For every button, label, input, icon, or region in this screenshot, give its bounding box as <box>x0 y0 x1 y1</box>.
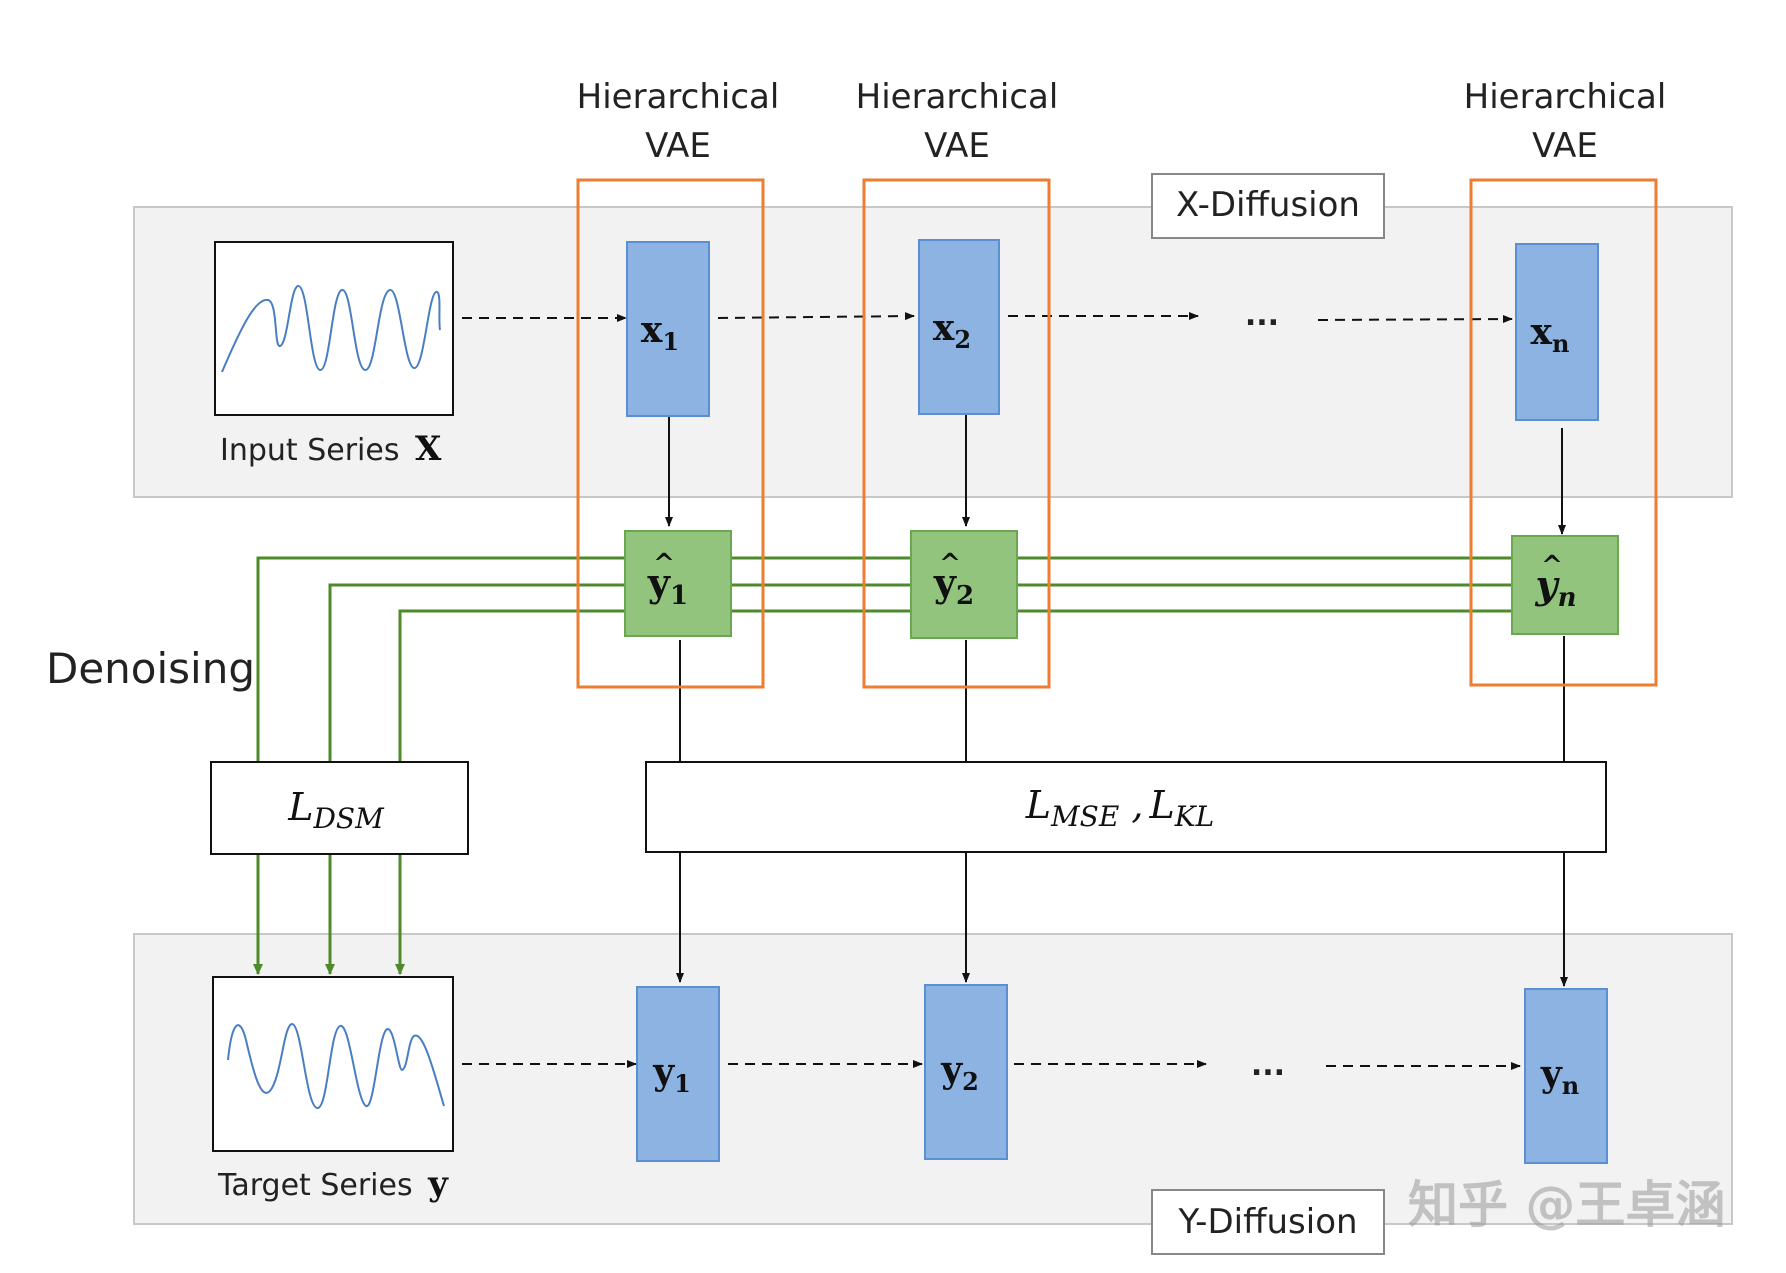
svg-text:^: ^ <box>939 549 961 579</box>
x-diffusion-tag <box>1151 173 1385 239</box>
vae-frame-n <box>1469 178 1658 687</box>
y-diffusion-label: Y-Diffusion <box>1177 1202 1357 1242</box>
y-node-n: yn <box>1524 988 1608 1164</box>
vae-label-n: Hierarchical VAE <box>1464 77 1667 166</box>
x-node-1: x1 <box>626 241 710 417</box>
x-node-n: xn <box>1515 243 1599 421</box>
input-series-plot <box>214 241 454 416</box>
svg-text:y2: y2 <box>933 560 974 611</box>
svg-text:VAE: VAE <box>645 126 711 166</box>
svg-text:y1: y1 <box>647 560 688 611</box>
vae-frame-2 <box>862 178 1051 689</box>
denoising-label: Denoising <box>46 644 255 693</box>
target-series-plot <box>212 976 454 1152</box>
svg-text:yn: yn <box>1535 562 1577 613</box>
x-node-2: x2 <box>918 239 1000 415</box>
svg-text:LDSM: LDSM <box>287 785 385 835</box>
svg-text:x1: x1 <box>641 309 679 356</box>
svg-text:^: ^ <box>1541 551 1563 581</box>
svg-text:VAE: VAE <box>924 126 990 166</box>
denoising-lines <box>253 556 1516 975</box>
yhat-node-n: ^ yn <box>1511 535 1619 635</box>
y-chain-ellipsis: ... <box>1251 1048 1285 1083</box>
input-series-label: Input Series X <box>220 429 442 469</box>
vae-label-1: Hierarchical VAE <box>577 77 780 166</box>
y-node-1: y1 <box>636 986 720 1162</box>
target-series-label: Target Series y <box>217 1164 449 1204</box>
svg-text:^: ^ <box>653 549 675 579</box>
vae-label-2: Hierarchical VAE <box>856 77 1059 166</box>
yhat-node-2: ^ y2 <box>910 530 1018 639</box>
loss-mse-kl-box: LMSE ,LKL <box>645 761 1607 853</box>
vertical-connectors <box>665 414 1568 987</box>
yhat-node-1: ^ y1 <box>624 530 732 637</box>
y-chain-arrows <box>462 1060 1521 1070</box>
svg-text:y2: y2 <box>940 1049 979 1096</box>
vae-frame-1 <box>576 178 765 689</box>
svg-text:LMSE ,LKL: LMSE ,LKL <box>1025 783 1214 833</box>
svg-text:VAE: VAE <box>1532 126 1598 166</box>
x-chain-arrows <box>462 312 1513 324</box>
x-diffusion-label: X-Diffusion <box>1176 185 1360 225</box>
y-diffusion-tag <box>1151 1189 1385 1255</box>
svg-text:Hierarchical: Hierarchical <box>577 77 780 117</box>
svg-text:Hierarchical: Hierarchical <box>856 77 1059 117</box>
svg-text:y1: y1 <box>652 1051 691 1098</box>
svg-text:x2: x2 <box>933 307 971 354</box>
input-series-wave <box>221 284 441 373</box>
target-series-wave <box>227 1022 445 1109</box>
loss-dsm-box: LDSM <box>210 761 469 855</box>
svg-text:Hierarchical: Hierarchical <box>1464 77 1667 117</box>
svg-text:xn: xn <box>1531 311 1570 358</box>
x-chain-ellipsis: ... <box>1245 298 1279 333</box>
y-node-2: y2 <box>924 984 1008 1160</box>
watermark: 知乎 @王卓涵 <box>1408 1176 1725 1234</box>
svg-text:yn: yn <box>1540 1053 1579 1100</box>
